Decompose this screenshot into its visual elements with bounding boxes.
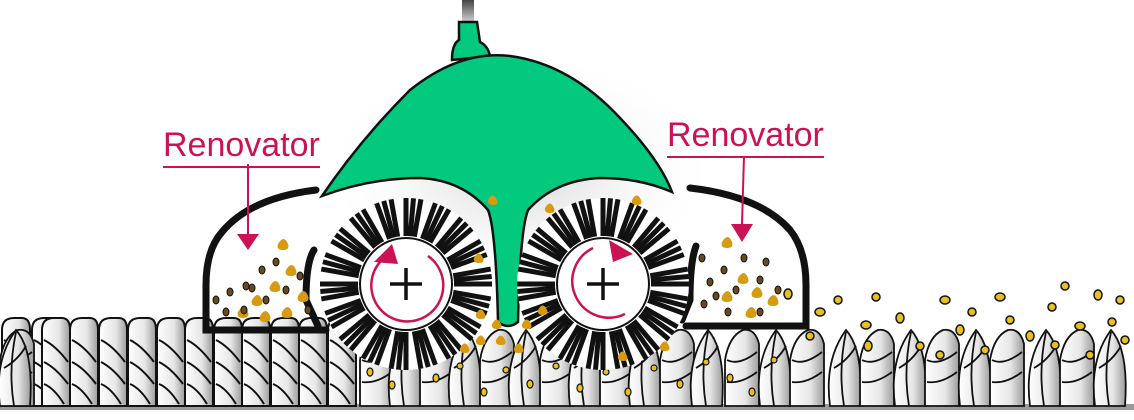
brush-left xyxy=(320,198,492,370)
arrow-left-icon xyxy=(237,164,259,250)
flying-seeds xyxy=(783,281,1130,360)
renovator-label-left: Renovator xyxy=(163,128,320,168)
center-debris xyxy=(459,195,670,361)
brush-right xyxy=(517,198,689,370)
plus-icon xyxy=(390,268,422,300)
renovator-label-right: Renovator xyxy=(667,118,824,158)
ground-line xyxy=(0,404,1134,410)
plus-icon xyxy=(587,268,619,300)
bin-right-debris xyxy=(698,237,782,318)
bin-left-debris xyxy=(212,239,312,322)
turf-right-disturbed xyxy=(0,328,1127,407)
turf-seeds xyxy=(366,356,778,397)
arrow-right-icon xyxy=(731,155,753,242)
brush-housing xyxy=(318,20,675,328)
drive-shaft xyxy=(462,0,474,24)
rotation-arrow-ccw-icon xyxy=(370,254,445,323)
renovator-bin-right xyxy=(678,184,810,330)
rotation-arrow-cw-icon xyxy=(571,246,626,319)
